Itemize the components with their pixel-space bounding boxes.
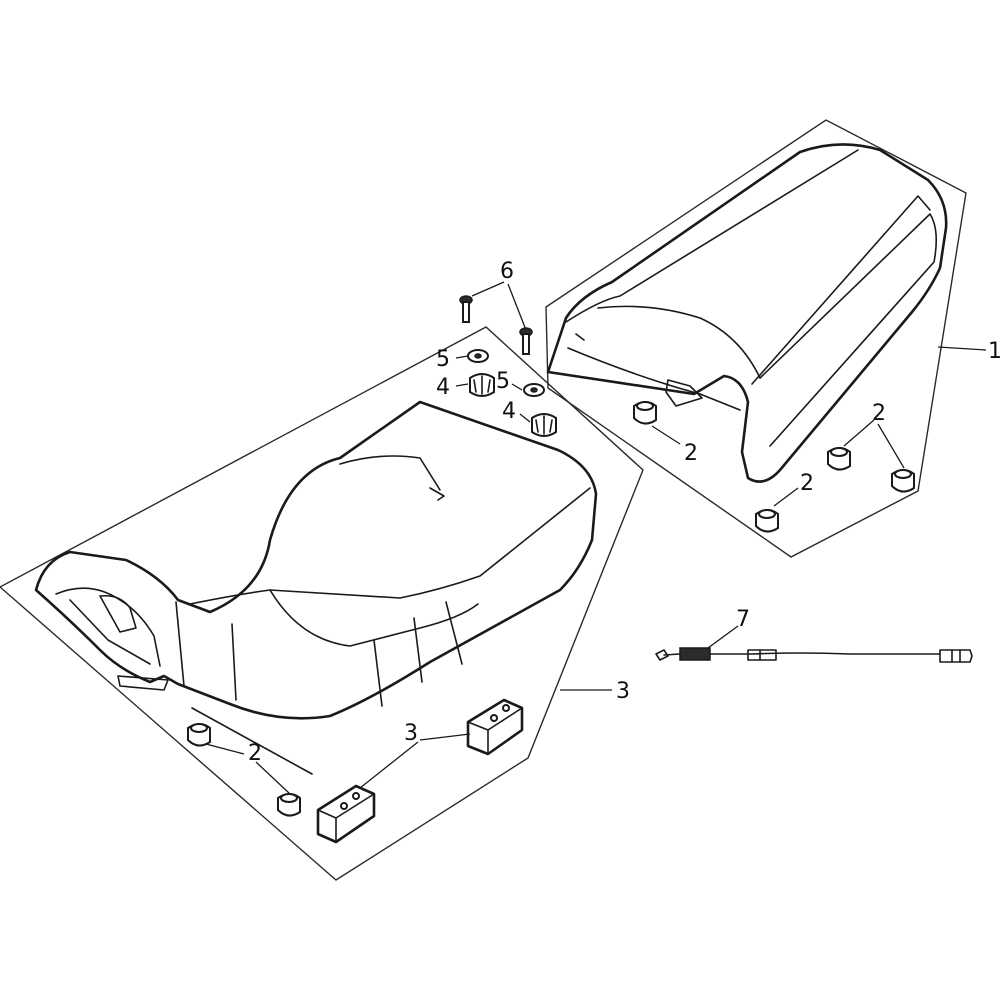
rubber-bumper-rear-a <box>633 401 657 425</box>
callout-2-rear-b: 2 <box>872 401 886 426</box>
callout-3-seat: 3 <box>616 679 630 704</box>
callout-2-rear-c: 2 <box>800 471 814 496</box>
callout-5-b: 5 <box>496 369 510 394</box>
callout-6: 6 <box>500 259 514 284</box>
seat-bracket-a <box>316 784 376 844</box>
washer-a <box>467 349 489 363</box>
bolt-b <box>519 327 533 355</box>
rear-seat <box>546 143 948 483</box>
rubber-bumper-front-a <box>187 723 211 747</box>
rear-seat-group-frame <box>545 119 967 558</box>
rubber-bumper-front-b <box>277 793 301 817</box>
callout-2-front: 2 <box>248 741 262 766</box>
bolt-a <box>459 295 473 323</box>
washer-b <box>523 383 545 397</box>
callout-1: 1 <box>988 339 1000 364</box>
callout-4-b: 4 <box>502 399 516 424</box>
seat-bracket-b <box>466 698 524 756</box>
callout-4-a: 4 <box>436 375 450 400</box>
nut-b <box>531 413 557 437</box>
callout-7: 7 <box>736 607 750 632</box>
rubber-bumper-rear-d <box>755 509 779 533</box>
rubber-bumper-rear-c <box>891 469 915 493</box>
front-seat-group-frame <box>0 326 644 881</box>
leader-lines <box>205 281 987 795</box>
rubber-bumper-rear-b <box>827 447 851 471</box>
callout-3-bracket: 3 <box>404 721 418 746</box>
seat-lock-cable <box>655 647 973 663</box>
nut-a <box>469 373 495 397</box>
front-seat <box>34 400 598 775</box>
callout-5-a: 5 <box>436 347 450 372</box>
callout-2-rear-a: 2 <box>684 441 698 466</box>
